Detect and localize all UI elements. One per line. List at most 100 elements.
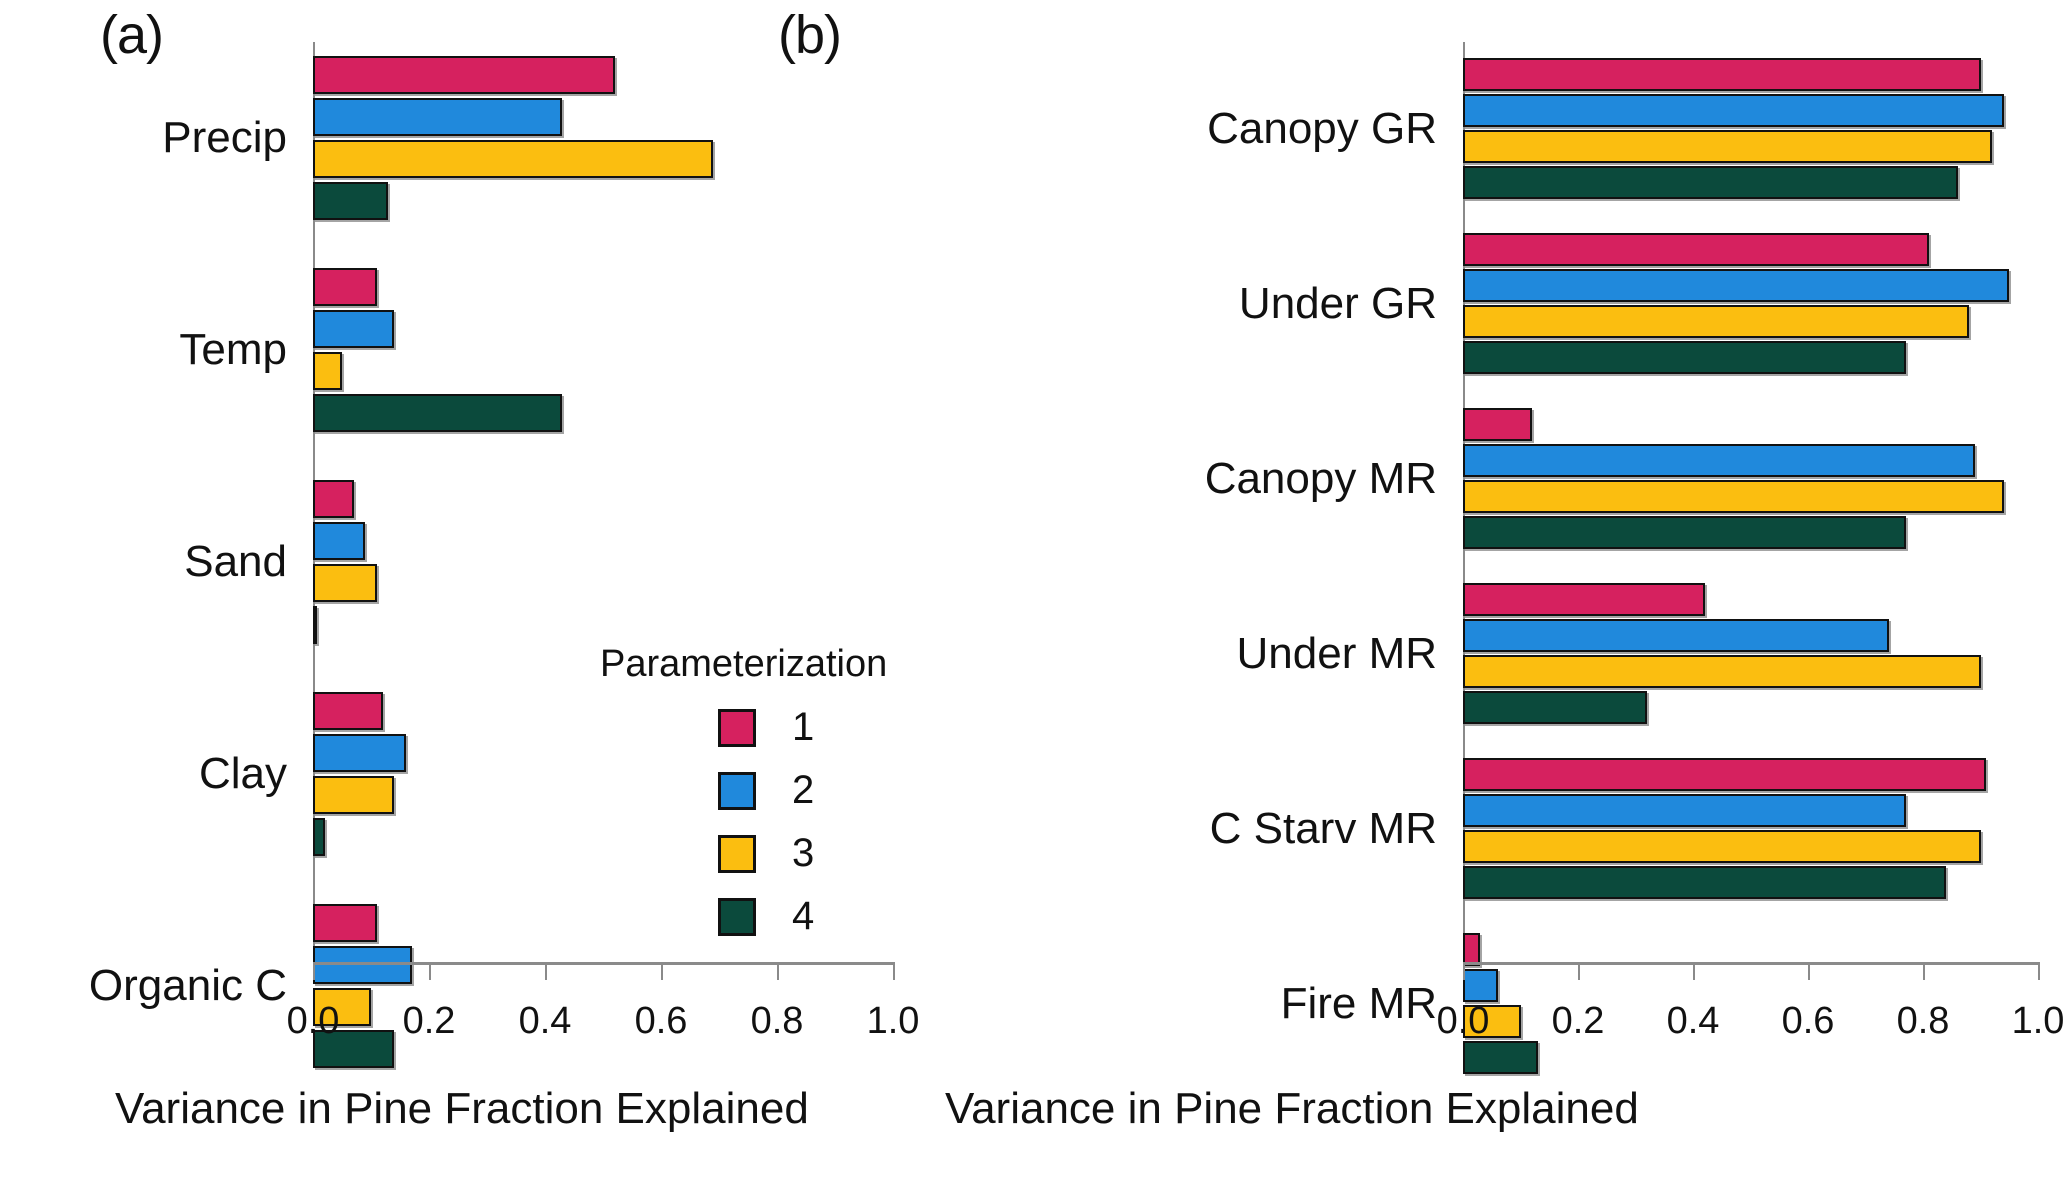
bar [1463, 758, 1987, 791]
bar [1463, 480, 2004, 513]
legend-color-swatch [718, 709, 756, 747]
category-label: Precip [162, 113, 287, 162]
x-axis-line-b [1463, 962, 2038, 965]
category-label: Under MR [1236, 628, 1438, 678]
bar [1463, 58, 1981, 91]
bar [1463, 166, 1958, 199]
bar-group: Clay [199, 692, 893, 856]
x-tick [313, 962, 315, 980]
bar [1463, 269, 2010, 302]
bar [313, 564, 377, 602]
bar-group: Canopy GR [1207, 58, 2038, 199]
bar [313, 352, 342, 390]
bar [1463, 969, 1498, 1002]
x-tick [2038, 962, 2040, 980]
bar [1463, 1041, 1538, 1074]
x-tick [1463, 962, 1465, 980]
bar [1463, 794, 1906, 827]
plot-area-b: Canopy GR Under GR Canopy MR Under MR C Star… [1205, 42, 2064, 1074]
bar [1463, 933, 1481, 966]
bar [313, 140, 714, 178]
x-tick-label: 0.6 [634, 1000, 688, 1042]
bar-group: Under GR [1239, 233, 2038, 374]
bar [1463, 866, 1946, 899]
category-label: C Starv MR [1209, 803, 1437, 853]
bar [1463, 444, 1975, 477]
panel-b-letter: (b) [778, 5, 842, 65]
bar [313, 56, 615, 94]
bar [1463, 1005, 1521, 1038]
x-tick [1923, 962, 1925, 980]
x-tick [429, 962, 431, 980]
x-tick-label: 0.6 [1781, 1000, 1835, 1042]
bar [313, 268, 377, 306]
x-axis-line-a [313, 962, 893, 965]
bar [1463, 516, 1906, 549]
bar-group: Organic C [89, 904, 893, 1068]
category-label: Canopy GR [1207, 103, 1437, 153]
bar [313, 480, 354, 518]
category-label: Canopy MR [1204, 453, 1437, 503]
x-tick-label: 0.2 [1551, 1000, 1605, 1042]
category-label: Sand [184, 537, 287, 586]
x-axis-caption-b: Variance in Pine Fraction Explained [945, 1084, 1639, 1133]
x-tick-label: 1.0 [2011, 1000, 2065, 1042]
bar-group: C Starv MR [1210, 758, 2038, 899]
bar [313, 394, 563, 432]
bar [313, 98, 563, 136]
bar [313, 182, 389, 220]
x-tick [1693, 962, 1695, 980]
bar [1463, 305, 1969, 338]
x-tick-label: 0.4 [1666, 1000, 1720, 1042]
bar [1463, 619, 1889, 652]
bar-group: Temp [179, 268, 893, 432]
bar [313, 818, 325, 856]
x-tick-label: 0.2 [402, 1000, 456, 1042]
bar [313, 692, 383, 730]
category-label: Organic C [88, 961, 287, 1010]
bar [313, 1030, 395, 1068]
legend-item-label: 4 [792, 894, 815, 938]
bar-group: Fire MR [1281, 933, 2038, 1074]
x-tick-label: 0.8 [1896, 1000, 1950, 1042]
bar [1463, 408, 1532, 441]
bar [1463, 655, 1981, 688]
legend-item-label: 3 [792, 831, 815, 875]
legend-color-swatch [718, 772, 756, 810]
bar-group: Precip [162, 56, 893, 220]
bar-group: Canopy MR [1205, 408, 2038, 549]
panel-a-letter: (a) [100, 5, 164, 65]
x-tick-label: 1.0 [866, 1000, 920, 1042]
x-tick-label: 0.8 [750, 1000, 804, 1042]
bar [1463, 691, 1647, 724]
legend-item-label: 1 [792, 705, 815, 749]
bar [313, 946, 412, 984]
x-tick-label: 0.4 [518, 1000, 572, 1042]
legend-item-label: 2 [792, 768, 815, 812]
bar [313, 904, 377, 942]
bar [1463, 94, 2004, 127]
x-tick-label: 0.0 [1436, 1000, 1490, 1042]
bar [313, 776, 395, 814]
bar [1463, 130, 1992, 163]
bar [1463, 233, 1929, 266]
bar-group: Sand [184, 480, 893, 644]
x-tick [1578, 962, 1580, 980]
legend-title: Parameterization [600, 643, 888, 685]
x-tick [893, 962, 895, 980]
category-label: Under GR [1238, 278, 1437, 328]
category-label: Temp [179, 325, 287, 374]
legend-color-swatch [718, 835, 756, 873]
bar-group: Under MR [1237, 583, 2038, 724]
x-tick [777, 962, 779, 980]
bar [1463, 830, 1981, 863]
legend-color-swatch [718, 898, 756, 936]
bar [313, 606, 317, 644]
x-tick-label: 0.0 [286, 1000, 340, 1042]
panel-b: (b) Canopy GR Under GR Canopy MR Under MR C … [778, 0, 2067, 1194]
bar [313, 988, 371, 1026]
x-tick [1808, 962, 1810, 980]
